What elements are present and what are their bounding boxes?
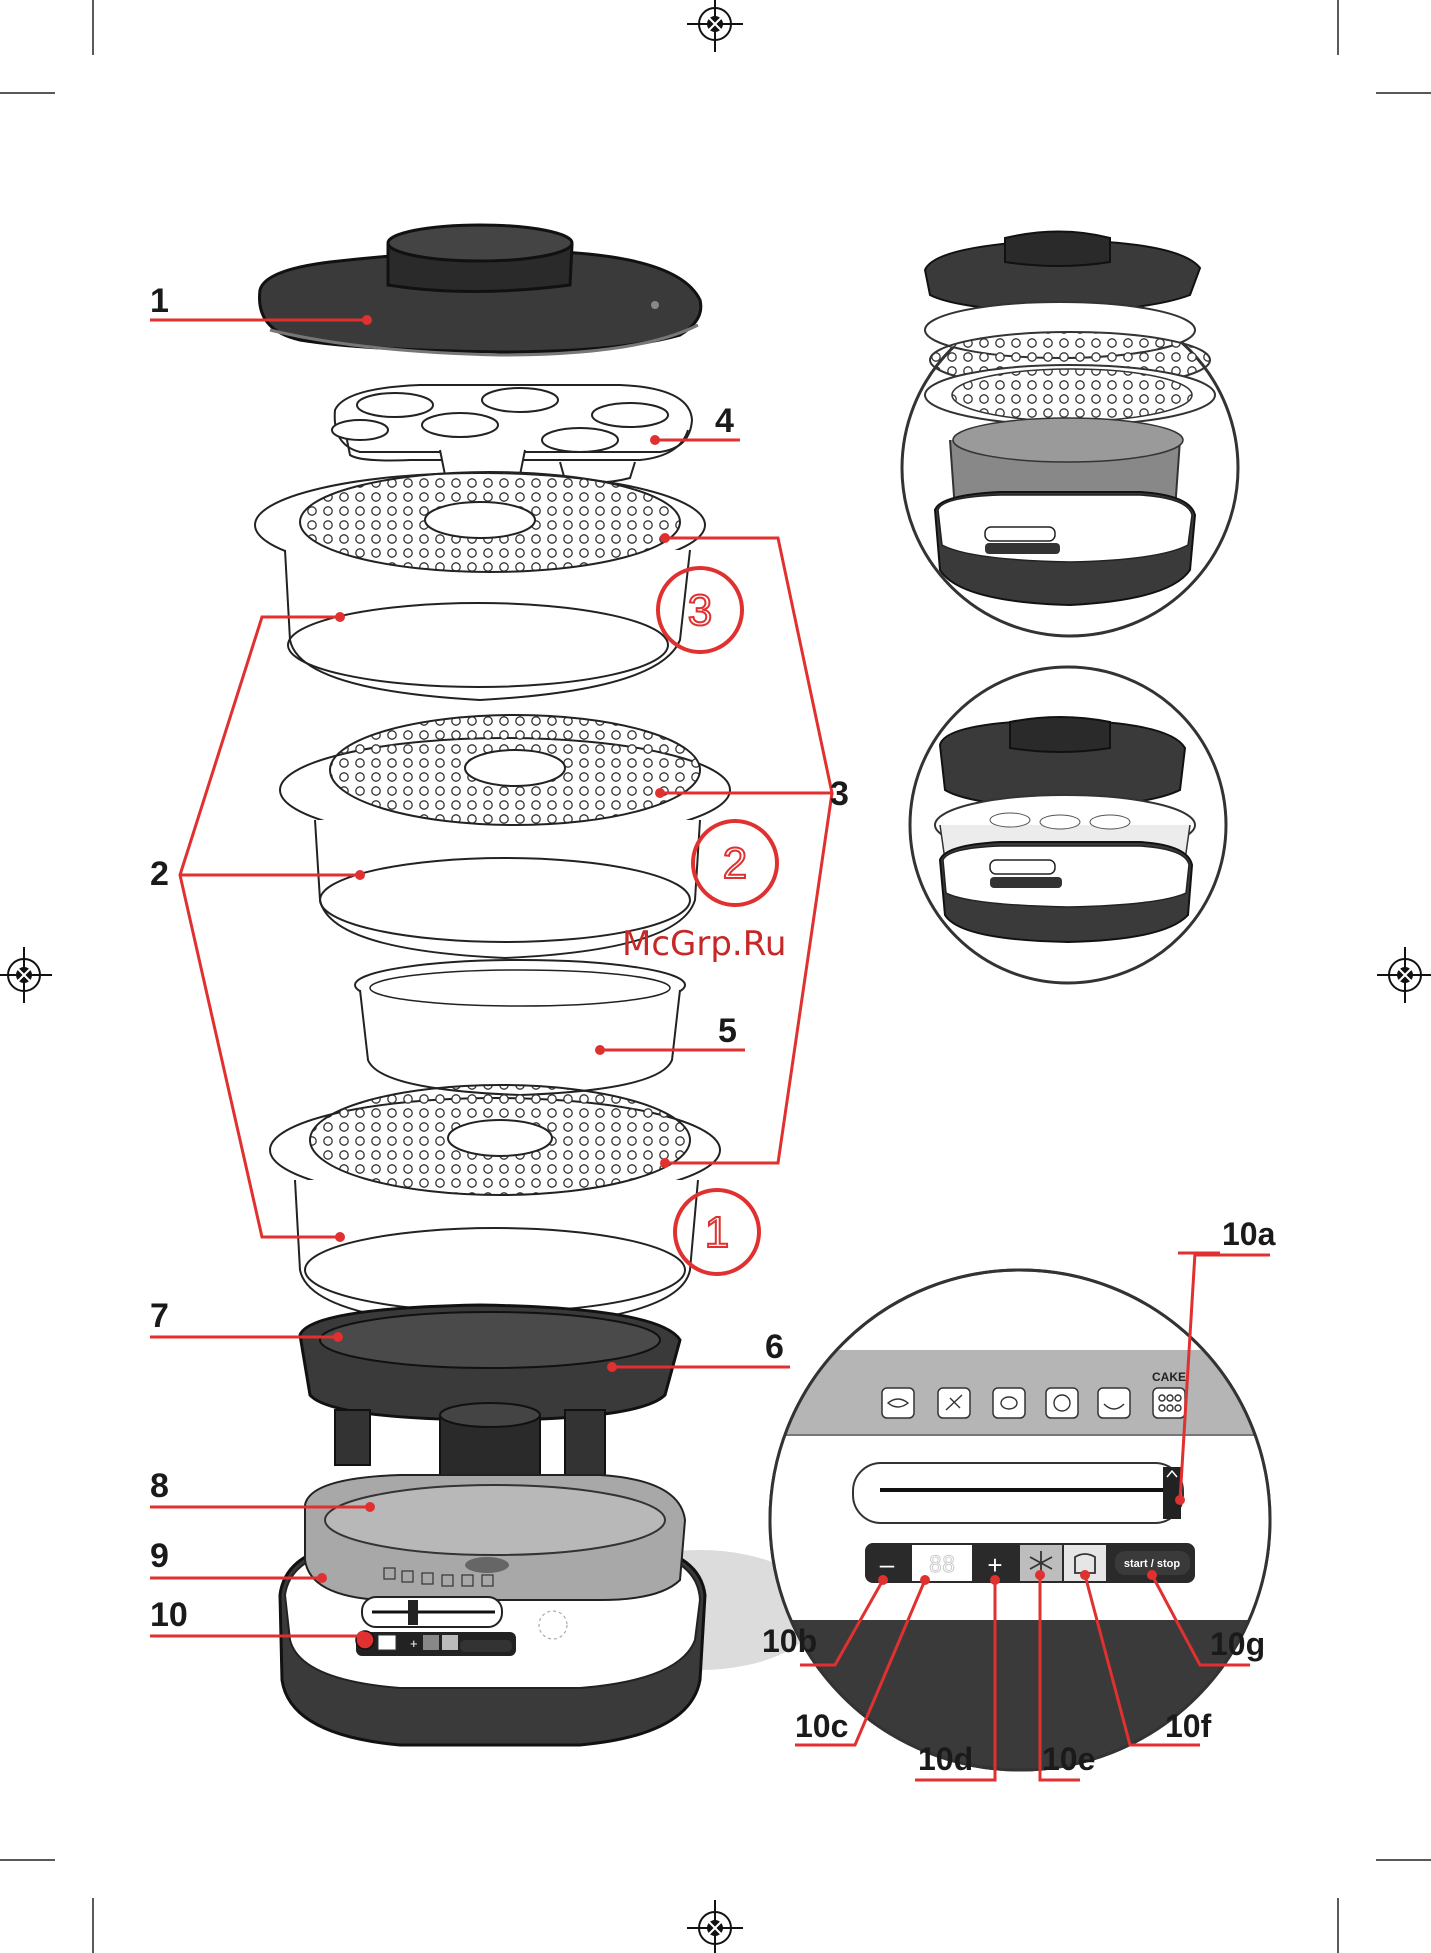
callout-10c: 10c xyxy=(795,1708,848,1744)
ramekin-tray xyxy=(332,385,692,483)
tier-number-3: 3 xyxy=(688,586,712,635)
poultry-icon xyxy=(1046,1388,1078,1418)
steamer-basket-1: 1 xyxy=(270,1085,759,1328)
callout-6: 6 xyxy=(765,1328,784,1366)
callout-10e: 10e xyxy=(1042,1741,1095,1777)
tier-number-2: 2 xyxy=(723,839,747,888)
control-panel-zoom: CAKE – 88 + start / stop xyxy=(760,1216,1280,1820)
callout-10a: 10a xyxy=(1222,1216,1276,1252)
time-display: 88 xyxy=(929,1553,956,1578)
fish-icon xyxy=(882,1388,914,1418)
callout-10: 10 xyxy=(150,1596,188,1634)
svg-text:+: + xyxy=(410,1636,418,1651)
tier-number-1: 1 xyxy=(705,1208,729,1257)
callout-1: 1 xyxy=(150,282,169,320)
callout-2: 2 xyxy=(150,855,169,893)
watermark: McGrp.Ru xyxy=(622,924,786,964)
callout-10f: 10f xyxy=(1165,1708,1212,1744)
callout-10d: 10d xyxy=(918,1741,973,1777)
rice-bowl xyxy=(355,960,685,1095)
base-unit: + xyxy=(280,1475,820,1745)
minus-button[interactable]: – xyxy=(880,1549,895,1579)
rice-icon xyxy=(1098,1388,1130,1418)
egg-icon xyxy=(993,1388,1025,1418)
callout-7: 7 xyxy=(150,1297,169,1335)
callout-10g: 10g xyxy=(1210,1626,1265,1662)
cake-icon xyxy=(1153,1388,1185,1418)
registration-mark-icon xyxy=(0,947,52,1003)
registration-mark-icon xyxy=(687,1900,743,1953)
callout-5: 5 xyxy=(718,1012,737,1050)
timer-slider-handle[interactable] xyxy=(1163,1467,1181,1519)
lid xyxy=(260,225,701,355)
callout-10b: 10b xyxy=(762,1623,817,1659)
cake-label: CAKE xyxy=(1152,1370,1186,1384)
callout-3: 3 xyxy=(830,775,849,813)
steamer-basket-3: 3 xyxy=(255,472,742,700)
callout-9: 9 xyxy=(150,1537,169,1575)
registration-mark-icon xyxy=(687,0,743,52)
assembled-view-full xyxy=(902,232,1238,637)
steamer-basket-2: 2 xyxy=(280,715,777,958)
callout-4: 4 xyxy=(715,402,734,440)
timer-slider-track[interactable] xyxy=(853,1463,1183,1523)
assembled-view-compact xyxy=(910,667,1226,983)
start-stop-button[interactable]: start / stop xyxy=(1124,1558,1181,1570)
callout-8: 8 xyxy=(150,1467,169,1505)
registration-mark-icon xyxy=(1377,947,1431,1003)
